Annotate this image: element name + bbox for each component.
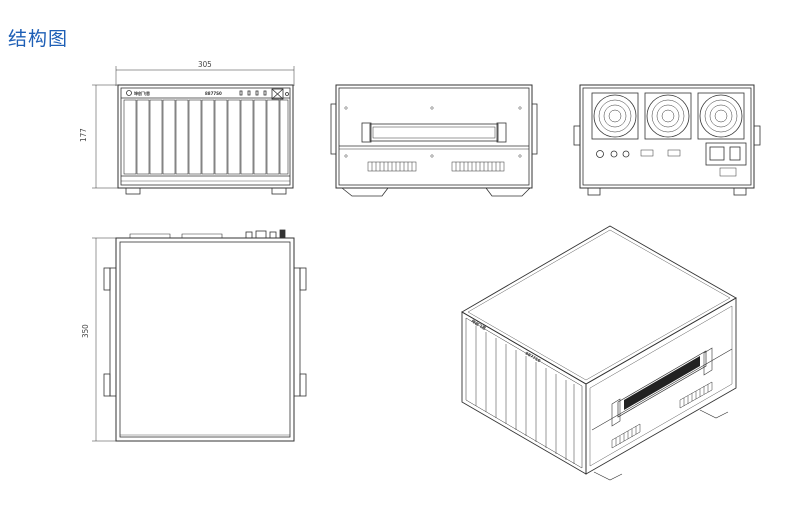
- front-brand-label: 坤创飞思: [134, 90, 150, 96]
- rear-view: [573, 84, 761, 196]
- front-width-dim: 305: [198, 60, 212, 69]
- rear-fans: [591, 92, 745, 140]
- iso-model-label: 8877S0: [525, 351, 542, 364]
- isometric-view: 坤创飞思 8877S0: [461, 225, 737, 481]
- front-slots: [123, 99, 289, 175]
- front-model-label: 8877S0: [205, 91, 222, 96]
- front-height-dim: 177: [79, 128, 88, 142]
- top-view: 350: [81, 229, 307, 442]
- iso-slots: [475, 326, 575, 464]
- page-title: 结构图: [8, 28, 69, 50]
- side-view: [330, 84, 538, 197]
- brand-logo: [126, 90, 132, 96]
- side-vents: [367, 161, 505, 172]
- front-view: 305 177 坤创飞思 8877S0: [79, 60, 295, 195]
- iso-brand-label: 坤创飞思: [471, 318, 488, 331]
- top-depth-dim: 350: [81, 324, 90, 338]
